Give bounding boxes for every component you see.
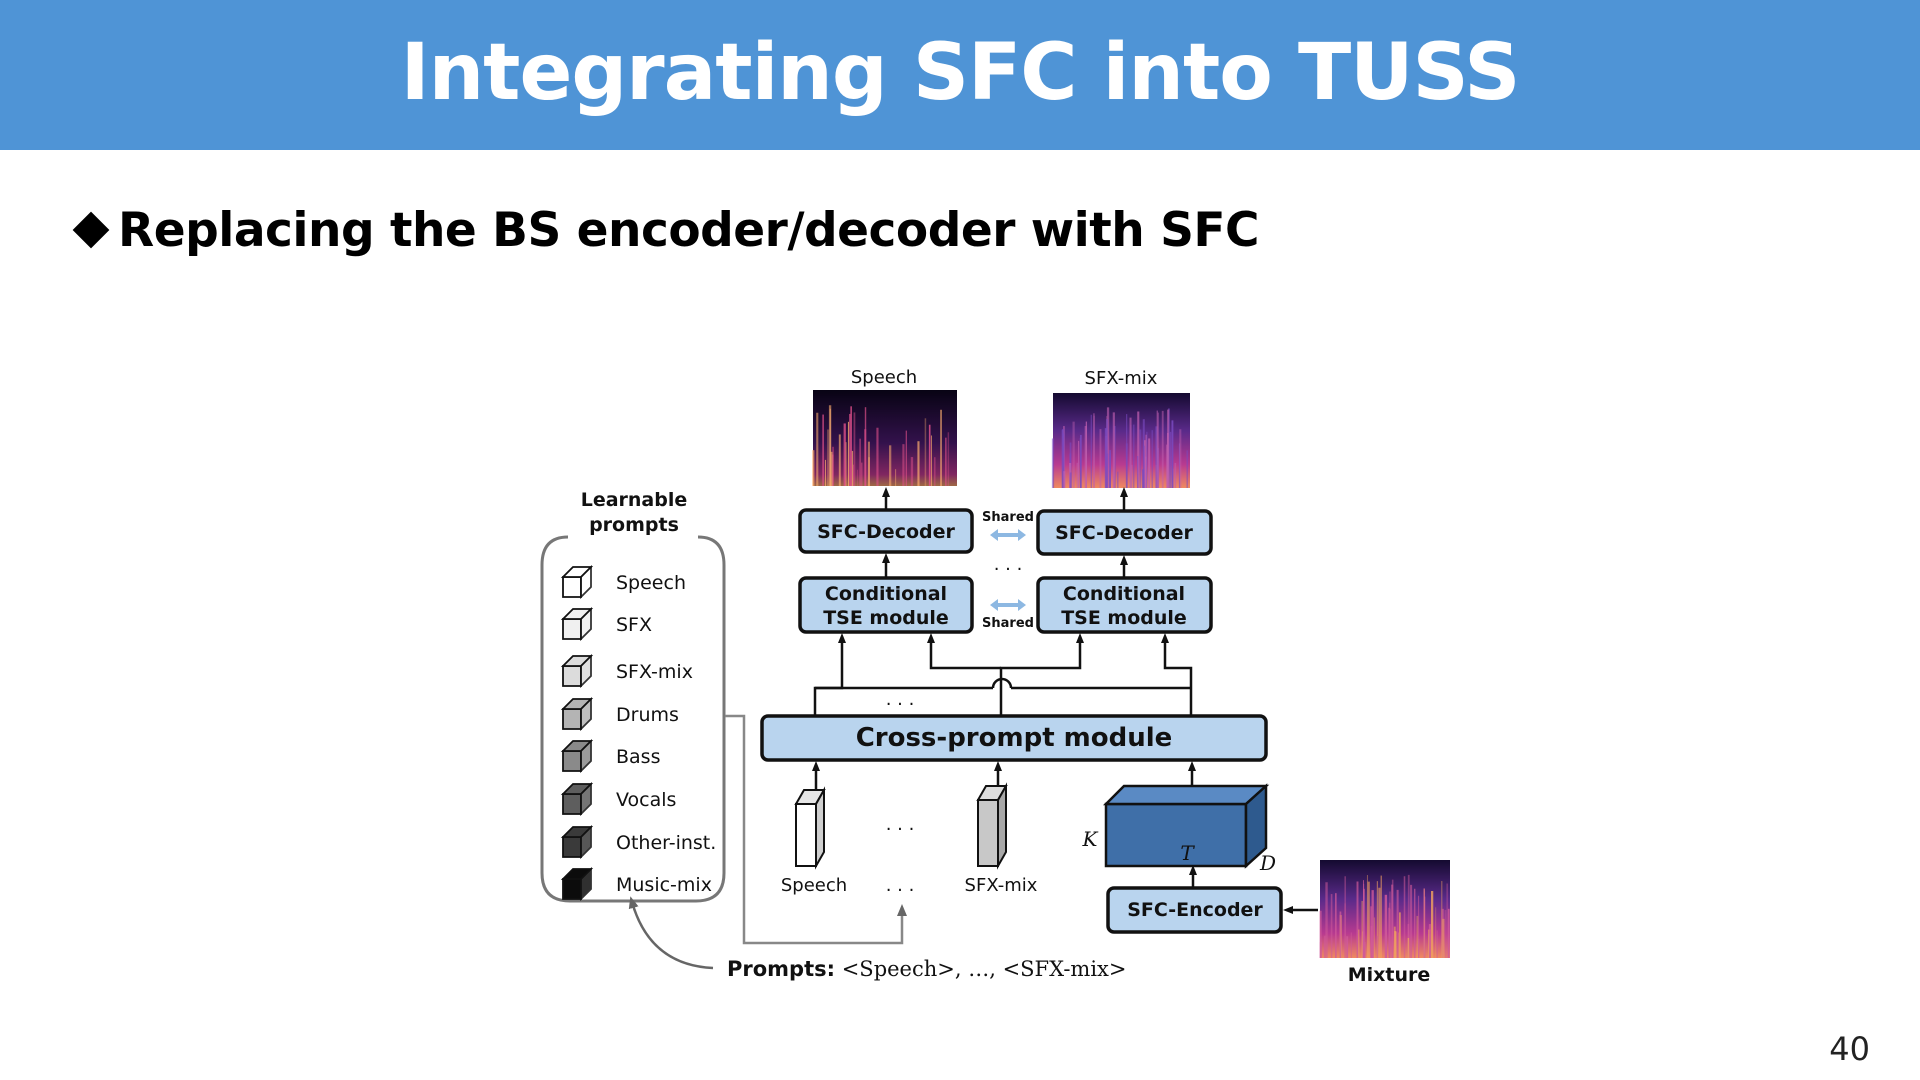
learnable-prompts-title: Learnable <box>581 489 688 511</box>
prompt-item-label: Speech <box>616 572 686 594</box>
tse-module-left: Conditional TSE module <box>798 576 974 634</box>
svg-text:SFC-Decoder: SFC-Decoder <box>1055 522 1193 544</box>
prompt-item-label: Bass <box>616 746 660 768</box>
prompt-item-label: Drums <box>616 704 679 726</box>
mixture-spectrogram <box>1319 860 1450 958</box>
prompt-cube-icon <box>560 866 594 902</box>
input-speech-label: Speech <box>781 875 847 896</box>
slide-title: Integrating SFC into TUSS <box>400 28 1521 118</box>
speech-spectrogram <box>812 390 957 486</box>
bullet-text: Replacing the BS encoder/decoder with SF… <box>118 202 1260 258</box>
svg-text:SFC-Decoder: SFC-Decoder <box>817 521 955 543</box>
prompt-cube-icon <box>560 564 594 600</box>
page-number: 40 <box>1829 1030 1870 1068</box>
ellipsis-input-labels: . . . <box>886 875 915 896</box>
dim-t-label: T <box>1180 841 1195 865</box>
ellipsis-middle: . . . <box>994 554 1023 575</box>
prompt-cube-icon <box>560 781 594 817</box>
cross-to-tse-connections <box>813 633 1193 716</box>
ellipsis-inputs: . . . <box>886 814 915 835</box>
prompt-item-label: SFX-mix <box>616 661 693 683</box>
caption-to-panel-arrow <box>628 896 714 970</box>
svg-text:TSE module: TSE module <box>823 607 949 629</box>
encoded-tensor-block <box>1102 783 1270 869</box>
prompt-cube-icon <box>560 696 594 732</box>
dim-d-label: D <box>1259 851 1276 875</box>
output-speech-label: Speech <box>851 367 917 388</box>
cross-prompt-module: Cross-prompt module <box>760 714 1268 762</box>
ellipsis-cross-top: . . . <box>886 689 915 710</box>
shared-arrow-top-icon <box>990 529 1026 541</box>
sfxmix-prompt-vector <box>976 782 1008 870</box>
sfc-decoder-right: SFC-Decoder <box>1036 509 1213 556</box>
prompt-item-label: Music-mix <box>616 874 712 896</box>
svg-text:Cross-prompt module: Cross-prompt module <box>856 723 1173 753</box>
svg-text:TSE module: TSE module <box>1061 607 1187 629</box>
sfc-encoder: SFC-Encoder <box>1106 886 1283 934</box>
panel-to-prompt-line <box>725 714 907 945</box>
prompt-item-label: Other-inst. <box>616 832 716 854</box>
learnable-prompts-title-2: prompts <box>589 514 679 536</box>
mixture-label: Mixture <box>1348 964 1431 986</box>
prompt-item-label: SFX <box>616 614 652 636</box>
output-sfxmix-label: SFX-mix <box>1085 368 1158 389</box>
shared-label-top: Shared <box>982 510 1034 525</box>
sfxmix-spectrogram <box>1051 393 1190 488</box>
prompt-cube-icon <box>560 738 594 774</box>
svg-text:Conditional: Conditional <box>1063 583 1185 605</box>
prompt-item-label: Vocals <box>616 789 676 811</box>
title-bar <box>0 0 1920 150</box>
shared-label-bottom: Shared <box>982 616 1034 631</box>
svg-text:SFC-Encoder: SFC-Encoder <box>1127 899 1263 921</box>
prompt-cube-icon <box>560 653 594 689</box>
dim-k-label: K <box>1082 827 1099 851</box>
prompt-cube-icon <box>560 606 594 642</box>
svg-text:Conditional: Conditional <box>825 583 947 605</box>
bullet-point: Replacing the BS encoder/decoder with SF… <box>70 200 1260 260</box>
tse-module-right: Conditional TSE module <box>1036 576 1213 634</box>
input-sfxmix-label: SFX-mix <box>965 875 1038 896</box>
sfc-decoder-left: SFC-Decoder <box>798 508 974 554</box>
prompt-cube-icon <box>560 824 594 860</box>
shared-arrow-bottom-icon <box>990 599 1026 611</box>
prompts-caption: Prompts: <Speech>, …, <SFX-mix> <box>727 957 1127 981</box>
speech-prompt-vector <box>794 786 826 870</box>
